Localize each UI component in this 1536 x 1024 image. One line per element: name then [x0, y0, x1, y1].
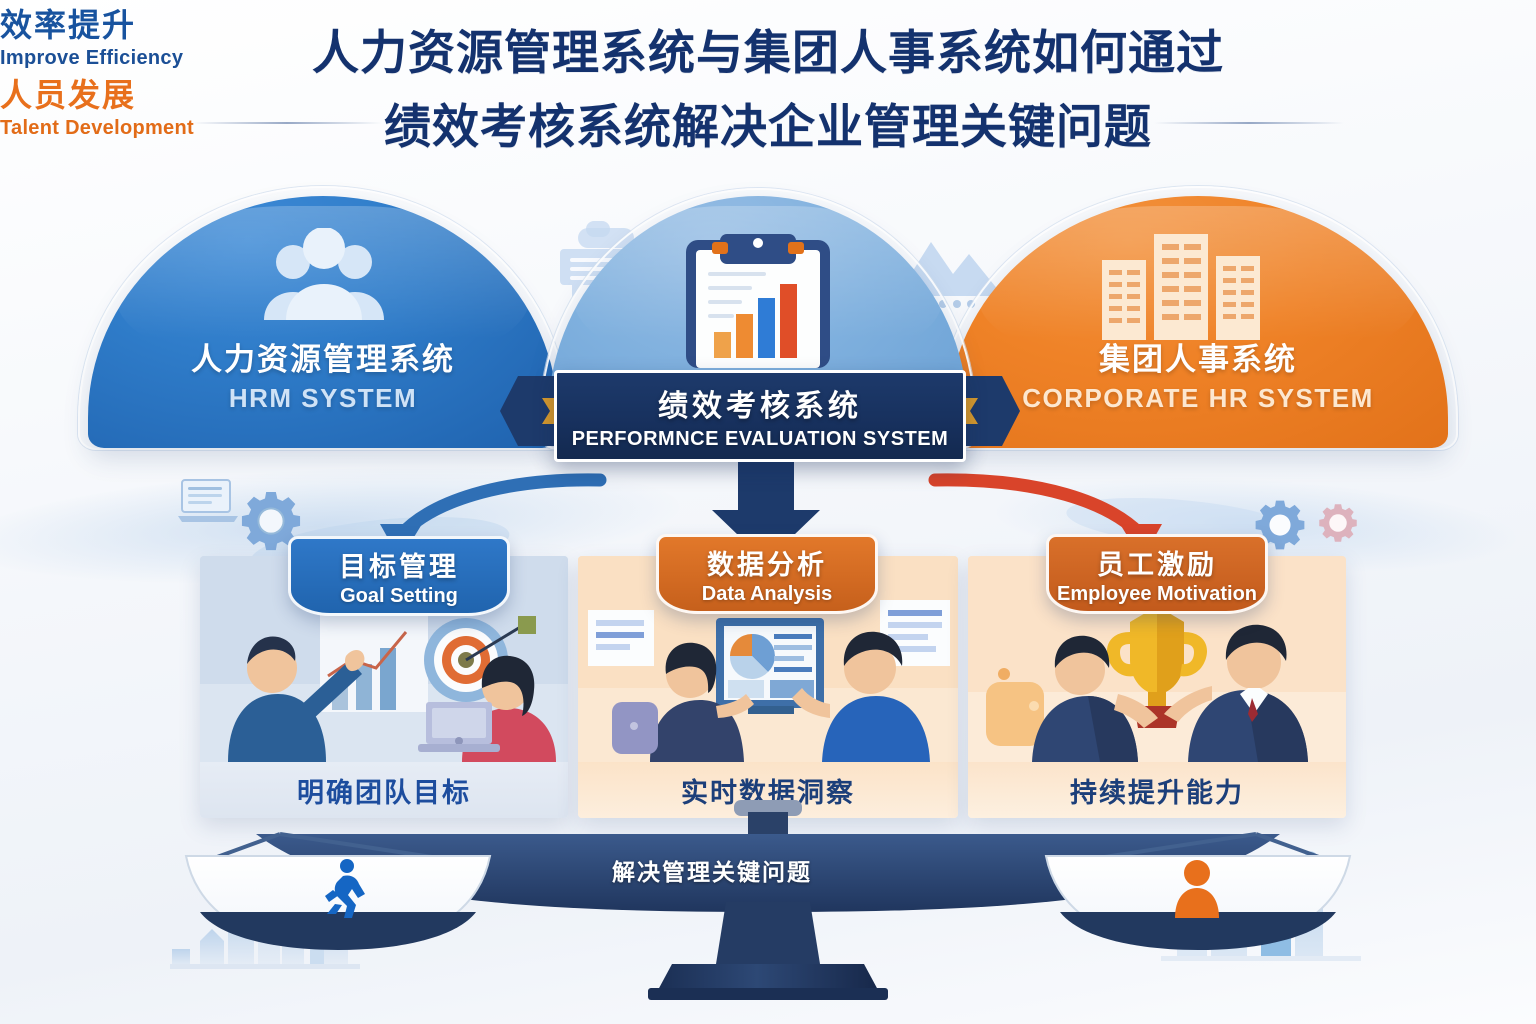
employee-motivation-illustration: [968, 556, 1346, 762]
left-pan-label-cn: 效率提升: [0, 7, 137, 43]
running-person-icon: [325, 859, 365, 918]
banner-label-en: PERFORMNCE EVALUATION SYSTEM: [571, 428, 949, 450]
person-bust-icon: [1175, 860, 1219, 918]
people-group-icon: [264, 228, 384, 320]
balance-left-pan-label: 效率提升 Improve Efficiency: [0, 0, 1536, 70]
ribbon-tail-left-icon: [500, 376, 560, 446]
data-analysis-tab-cn: 数据分析: [707, 549, 827, 580]
left-pan-label-en: Improve Efficiency: [0, 47, 184, 69]
corporate-dome-label-en: CORPORATE HR SYSTEM: [1022, 383, 1374, 413]
gear-icon: [241, 491, 301, 551]
corporate-dome-label-cn: 集团人事系统: [1099, 342, 1297, 377]
employee-motivation-tab-en: Employee Motivation: [1056, 582, 1258, 605]
title-divider-left: [192, 122, 382, 124]
page-title-line-1: 人力资源管理系统与集团人事系统如何通过: [312, 26, 1224, 79]
title-divider-right: [1154, 122, 1344, 124]
banner-body: 绩效考核系统 PERFORMNCE EVALUATION SYSTEM: [554, 370, 966, 462]
pillar-tab-goal-setting[interactable]: 目标管理 Goal Setting: [288, 536, 510, 616]
goal-setting-caption: 明确团队目标: [200, 762, 568, 818]
goal-setting-tab-cn: 目标管理: [339, 551, 459, 582]
pillar-tab-employee-motivation[interactable]: 员工激励 Employee Motivation: [1046, 534, 1268, 614]
balance-right-pan-label: 人员发展 Talent Development: [0, 70, 1536, 140]
pillar-card-employee-motivation[interactable]: 持续提升能力: [968, 556, 1346, 818]
employee-motivation-tab-cn: 员工激励: [1097, 549, 1217, 580]
gear-icon: [1255, 500, 1305, 550]
hrm-dome-label-cn: 人力资源管理系统: [191, 342, 455, 377]
employee-motivation-caption: 持续提升能力: [968, 762, 1346, 818]
data-analysis-illustration: [578, 556, 958, 762]
right-pan-label-cn: 人员发展: [0, 77, 137, 113]
page-title-line-2: 绩效考核系统解决企业管理关键问题: [384, 100, 1152, 153]
data-analysis-tab-en: Data Analysis: [701, 582, 833, 605]
balance-beam-label: 解决管理关键问题: [612, 859, 812, 885]
clipboard-bar-chart-icon: [686, 234, 830, 368]
pillar-tab-data-analysis[interactable]: 数据分析 Data Analysis: [656, 534, 878, 614]
right-pan-label-en: Talent Development: [0, 117, 194, 139]
banner-label-cn: 绩效考核系统: [658, 390, 862, 423]
hrm-dome-label-en: HRM SYSTEM: [228, 383, 418, 413]
goal-setting-tab-en: Goal Setting: [340, 584, 458, 607]
page-title: 人力资源管理系统与集团人事系统如何通过 绩效考核系统解决企业管理关键问题: [0, 22, 1536, 158]
gear-icon: [1319, 504, 1357, 542]
office-buildings-icon: [1102, 234, 1260, 340]
performance-evaluation-banner[interactable]: 绩效考核系统 PERFORMNCE EVALUATION SYSTEM: [500, 370, 1020, 462]
ribbon-tail-right-icon: [960, 376, 1020, 446]
